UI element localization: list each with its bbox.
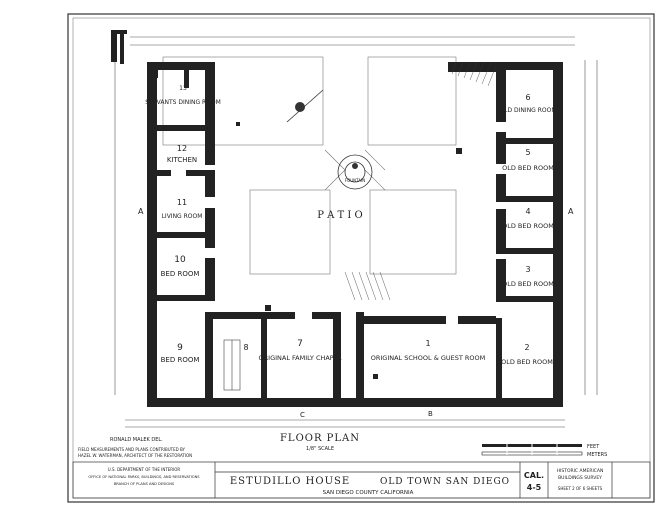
room-5-number: 5 — [525, 148, 530, 157]
sheet-title: FLOOR PLAN — [280, 433, 360, 444]
room-4-number: 4 — [525, 207, 530, 216]
patio-label: P A T I O — [317, 210, 362, 221]
room-7-number: 7 — [297, 339, 303, 349]
drafter-credit: RONALD MALEK DEL. — [110, 437, 163, 443]
room-labels: 13 SERVANTS DINING ROOM 12 KITCHEN 11 LI… — [145, 85, 556, 366]
section-a-right: A — [568, 207, 574, 216]
room-1-number: 1 — [425, 339, 430, 348]
south-wing-walls — [147, 312, 556, 407]
dept-line-3: BRANCH OF PLANS AND DESIGNS — [114, 482, 175, 486]
credits-line-2: HAZEL W. WATERMAN, ARCHITECT OF THE REST… — [78, 453, 192, 458]
room-8-number: 8 — [243, 343, 248, 352]
survey-code: CAL. — [524, 471, 544, 480]
room-9-name: BED ROOM — [161, 356, 200, 364]
county-line: SAN DIEGO COUNTY CALIFORNIA — [323, 490, 414, 496]
section-c: C — [300, 411, 305, 419]
fountain — [337, 154, 373, 190]
room-3-number: 3 — [525, 265, 530, 274]
entry-stub-wall — [111, 30, 127, 64]
dimension-lines — [114, 36, 598, 428]
fixtures — [236, 122, 462, 379]
room-10-name: BED ROOM — [161, 270, 200, 278]
room-4-name: OLD BED ROOM — [502, 222, 554, 230]
fountain-label: FOUNTAIN — [345, 178, 365, 183]
section-b: B — [428, 410, 433, 418]
north-arrow-icon — [286, 89, 324, 123]
room-10-number: 10 — [174, 255, 186, 265]
room-11-number: 11 — [177, 198, 187, 207]
hatched-areas — [344, 61, 497, 301]
dept-line-2: OFFICE OF NATIONAL PARKS, BUILDINGS, AND… — [88, 475, 200, 479]
room-13-name: SERVANTS DINING ROOM — [145, 99, 221, 106]
room-2-name: OLD BED ROOM — [501, 358, 553, 366]
room-1-name: ORIGINAL SCHOOL & GUEST ROOM — [371, 354, 486, 362]
room-5-name: OLD BED ROOM — [502, 164, 554, 172]
east-wing-walls — [448, 62, 563, 407]
patio-ground — [162, 56, 457, 275]
room-11-name: LIVING ROOM — [162, 213, 203, 220]
survey-number: 4-5 — [527, 483, 542, 492]
west-wing-walls — [147, 62, 215, 407]
credits-line-1: FIELD MEASUREMENTS AND PLANS CONTRIBUTED… — [78, 447, 186, 452]
chapel-altar — [223, 339, 241, 391]
title-block-frame — [72, 461, 651, 499]
room-6-number: 6 — [525, 93, 530, 102]
scale-meters-label: METERS — [587, 452, 607, 458]
outer-border — [67, 13, 655, 503]
scale-feet-label: FEET — [587, 444, 600, 450]
dept-line-1: U.S. DEPARTMENT OF THE INTERIOR — [108, 467, 181, 472]
room-12-name: KITCHEN — [167, 156, 197, 164]
graphic-scale — [481, 444, 583, 456]
room-13-number: 13 — [179, 85, 187, 92]
room-6-name: OLD DINING ROOM — [499, 107, 556, 114]
section-a-left: A — [138, 207, 144, 216]
building-location: OLD TOWN SAN DIEGO — [380, 477, 510, 487]
building-name: ESTUDILLO HOUSE — [230, 476, 350, 487]
section-markers: A A B C — [138, 207, 574, 419]
survey-title-1: HISTORIC AMERICAN — [557, 468, 604, 474]
room-7-name: ORIGINAL FAMILY CHAPEL — [259, 354, 342, 362]
inner-border — [72, 17, 651, 499]
room-2-number: 2 — [524, 343, 529, 352]
room-3-name: OLD BED ROOM — [502, 280, 554, 288]
survey-title-2: BUILDINGS SURVEY — [558, 475, 602, 481]
sheet-of: SHEET 2 OF 6 SHEETS — [558, 486, 603, 491]
scale-note: 1/8" SCALE — [306, 446, 334, 452]
room-9-number: 9 — [177, 343, 183, 353]
room-12-number: 12 — [177, 144, 187, 153]
